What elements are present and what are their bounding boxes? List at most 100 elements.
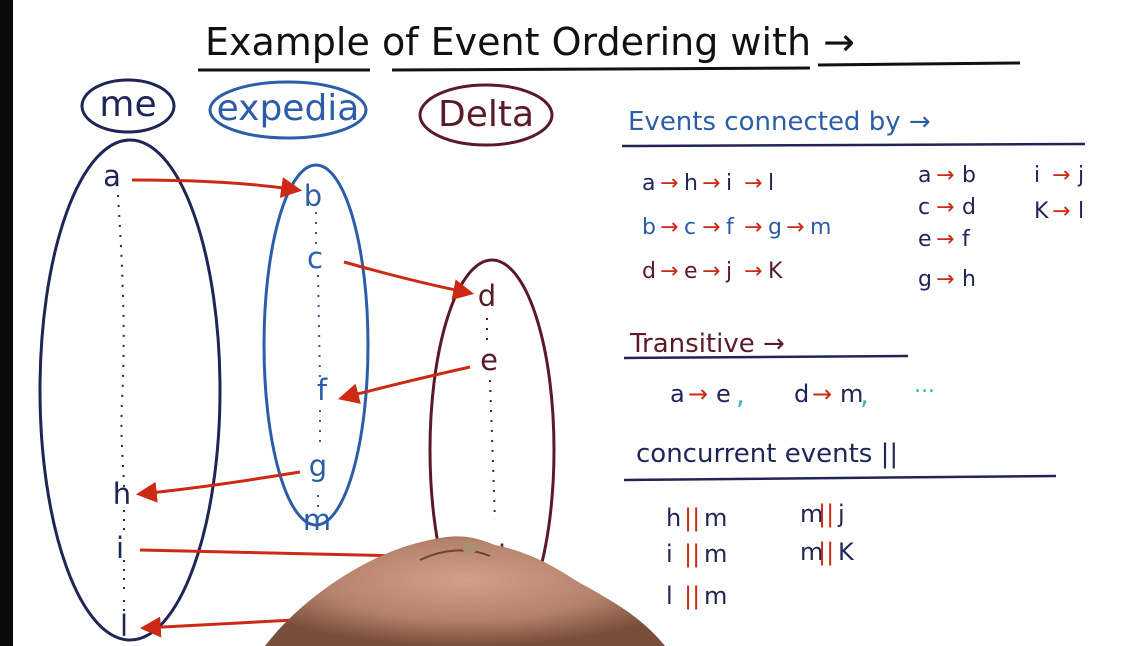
chain-1-arrow: → — [744, 215, 762, 240]
concurrent-pair-b: m — [704, 540, 727, 568]
concurrent-pair-bar: || — [818, 500, 834, 528]
message-pair-from: g — [918, 267, 932, 292]
connected-heading-underline — [621, 142, 1086, 148]
message-pair-from: e — [918, 227, 932, 252]
concurrent-pair-a: m — [800, 500, 823, 528]
event-c: c — [307, 241, 323, 275]
transitive-from: d — [794, 380, 809, 408]
message-pair-from: c — [918, 195, 930, 220]
event-i: i — [116, 531, 124, 565]
concurrent-pair-bar: || — [684, 582, 700, 610]
concurrent-pair-b: K — [838, 538, 855, 566]
transitive-arrow: → — [688, 380, 708, 408]
chain-0-arrow: → — [702, 171, 720, 196]
message-pair-to: j — [1077, 163, 1084, 188]
chain-2-arrow: → — [702, 259, 720, 284]
process-label-expedia: expedia — [217, 88, 360, 129]
diagram-title: Example of Event Ordering with → — [205, 20, 855, 64]
transitive-heading: Transitive → — [629, 329, 785, 359]
transitive-to: e — [716, 380, 731, 408]
video-left-border — [0, 0, 13, 646]
message-pair-from: i — [1034, 163, 1040, 188]
event-e: e — [480, 343, 498, 377]
timeline-me-dots — [117, 194, 125, 489]
chain-0-event: h — [684, 171, 698, 196]
chain-0-arrow: → — [744, 171, 762, 196]
concurrent-list: h||mi||ml||mm||jm||K — [666, 500, 855, 610]
message-pair-from: a — [918, 163, 931, 188]
concurrent-pair-b: m — [704, 504, 727, 532]
chain-2-event: K — [768, 259, 783, 284]
message-pair-to: b — [962, 163, 976, 188]
chain-0-event: a — [642, 171, 655, 196]
timeline-expedia — [262, 163, 370, 527]
concurrent-pair-a: m — [800, 538, 823, 566]
chain-0-event: i — [726, 171, 732, 196]
concurrent-pair-b: j — [837, 500, 845, 528]
concurrent-heading: concurrent events || — [636, 439, 898, 469]
connected-chains: a→h→i→lb→c→f→g→md→e→j→K — [642, 171, 831, 284]
chain-1-event: f — [726, 215, 735, 240]
message-pair-to: d — [962, 195, 976, 220]
message-pair-to: l — [1078, 199, 1084, 224]
transitive-ellipsis: ... — [914, 373, 935, 398]
chain-1-arrow: → — [786, 215, 804, 240]
transitive-underline — [623, 354, 909, 360]
message-arrow-g-h — [135, 470, 301, 503]
process-label-delta-border — [418, 83, 554, 147]
transitive-to: m — [840, 380, 863, 408]
process-label-me-border — [80, 78, 176, 134]
process-label-expedia-border — [208, 80, 368, 140]
message-pair-arrow: → — [1052, 163, 1070, 188]
transitive-comma: , — [736, 378, 745, 411]
message-arrow-a-b — [131, 177, 303, 198]
event-m: m — [303, 503, 331, 537]
chain-1-event: b — [642, 215, 656, 240]
event-b: b — [304, 179, 322, 213]
process-label-delta: Delta — [438, 94, 534, 135]
message-pair-to: f — [962, 227, 971, 252]
message-arrow-c-d — [343, 260, 475, 301]
concurrent-underline — [623, 474, 1057, 482]
chain-2-event: j — [725, 259, 732, 284]
concurrent-pair-bar: || — [818, 538, 834, 566]
message-arrow-e-f — [337, 365, 471, 404]
chain-1-arrow: → — [660, 215, 678, 240]
concurrent-pair-a: h — [666, 504, 681, 532]
message-pair-arrow: → — [936, 163, 954, 188]
chain-2-event: d — [642, 259, 656, 284]
message-pair-to: h — [962, 267, 976, 292]
transitive-comma: , — [860, 378, 869, 411]
chain-0-event: l — [768, 171, 774, 196]
concurrent-pair-bar: || — [684, 504, 700, 532]
title-underline — [198, 61, 1021, 72]
event-d: d — [478, 279, 496, 313]
process-label-me: me — [99, 84, 156, 125]
event-g: g — [309, 449, 327, 483]
concurrent-pair-b: m — [704, 582, 727, 610]
event-l: l — [120, 609, 128, 643]
chain-0-arrow: → — [660, 171, 678, 196]
message-pair-from: K — [1034, 199, 1049, 224]
presenter-hand — [265, 536, 665, 646]
event-a: a — [103, 159, 121, 193]
connected-messages: a→bc→de→fg→hi→jK→l — [918, 163, 1084, 292]
chain-2-arrow: → — [744, 259, 762, 284]
concurrent-pair-a: l — [666, 582, 673, 610]
connected-heading: Events connected by → — [628, 107, 931, 137]
chain-2-arrow: → — [660, 259, 678, 284]
message-pair-arrow: → — [936, 267, 954, 292]
chain-1-event: c — [684, 215, 696, 240]
transitive-from: a — [670, 380, 685, 408]
event-f: f — [317, 373, 328, 407]
message-pair-arrow: → — [936, 195, 954, 220]
transitive-list: a→e,d→m,... — [670, 373, 935, 411]
chain-1-event: m — [810, 215, 831, 240]
concurrent-pair-a: i — [666, 540, 673, 568]
message-pair-arrow: → — [1052, 199, 1070, 224]
message-pair-arrow: → — [936, 227, 954, 252]
transitive-arrow: → — [812, 380, 832, 408]
concurrent-pair-bar: || — [684, 540, 700, 568]
timeline-me — [38, 138, 222, 642]
